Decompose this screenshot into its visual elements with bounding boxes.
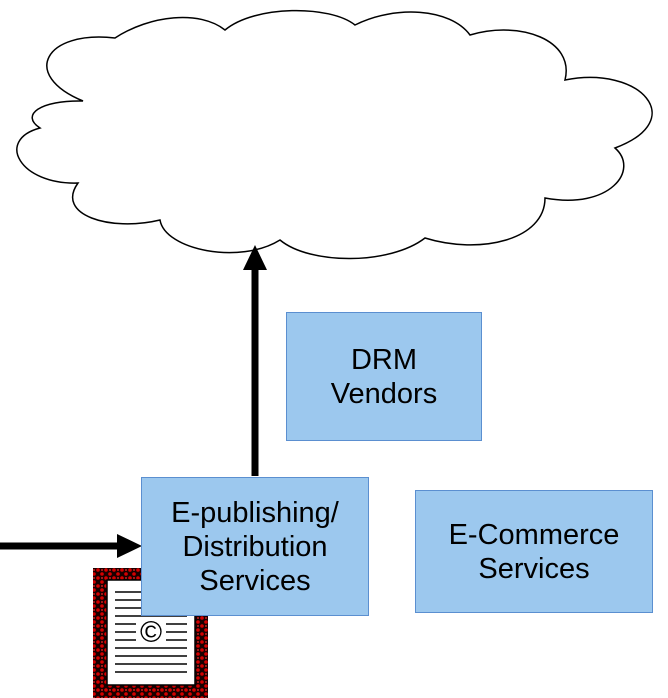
- copyright-symbol: ©: [140, 616, 162, 649]
- epublishing-services-box[interactable]: E-publishing/ Distribution Services: [141, 477, 369, 616]
- arrow-up-head: [243, 245, 267, 270]
- drm-vendors-label-line2: Vendors: [330, 377, 438, 410]
- drm-vendors-box[interactable]: DRM Vendors: [286, 312, 482, 441]
- epublishing-label-line3: Services: [199, 564, 311, 597]
- epublishing-label-line2: Distribution: [182, 530, 328, 563]
- ecommerce-label-line2: Services: [478, 552, 590, 585]
- ecommerce-services-box[interactable]: E-Commerce Services: [415, 490, 653, 613]
- ecommerce-label-line1: E-Commerce: [448, 518, 620, 551]
- arrow-right-head: [117, 534, 142, 558]
- drm-vendors-label-line1: DRM: [350, 343, 418, 376]
- epublishing-label-line1: E-publishing/: [171, 496, 339, 529]
- cloud-shape: [16, 9, 653, 260]
